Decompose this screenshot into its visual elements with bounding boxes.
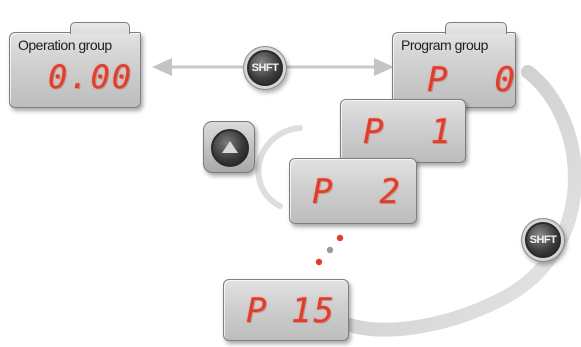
up-triangle-icon xyxy=(222,140,238,153)
program-group-label: Program group xyxy=(401,37,488,53)
return-arc xyxy=(343,65,581,337)
folder-tab xyxy=(445,22,507,34)
operation-group-panel: Operation group 0.00 xyxy=(9,22,141,108)
shift-button-top-label: SHFT xyxy=(251,62,279,74)
operation-group-display: 0.00 xyxy=(48,58,134,96)
shift-button-top[interactable]: SHFT xyxy=(247,50,283,86)
program-panel-p1: P 1 xyxy=(340,99,466,163)
up-arc xyxy=(255,125,303,209)
operation-group-label: Operation group xyxy=(18,37,112,53)
program-panel-p15-display: P 15 xyxy=(246,291,336,331)
program-panel-p15: P 15 xyxy=(223,279,349,341)
program-group-display: P 0 xyxy=(427,60,517,100)
program-panel-p1-display: P 1 xyxy=(363,112,453,152)
shift-button-bottom[interactable]: SHFT xyxy=(525,222,561,258)
up-button[interactable] xyxy=(203,121,255,173)
program-panel-p2: P 2 xyxy=(289,158,417,224)
program-group-panel: Program group P 0 xyxy=(392,22,517,108)
up-button-face xyxy=(211,129,249,167)
program-panel-p2-display: P 2 xyxy=(312,172,402,212)
ellipsis-dots xyxy=(315,234,344,266)
folder-tab xyxy=(70,22,130,34)
shift-button-bottom-label: SHFT xyxy=(529,234,557,246)
